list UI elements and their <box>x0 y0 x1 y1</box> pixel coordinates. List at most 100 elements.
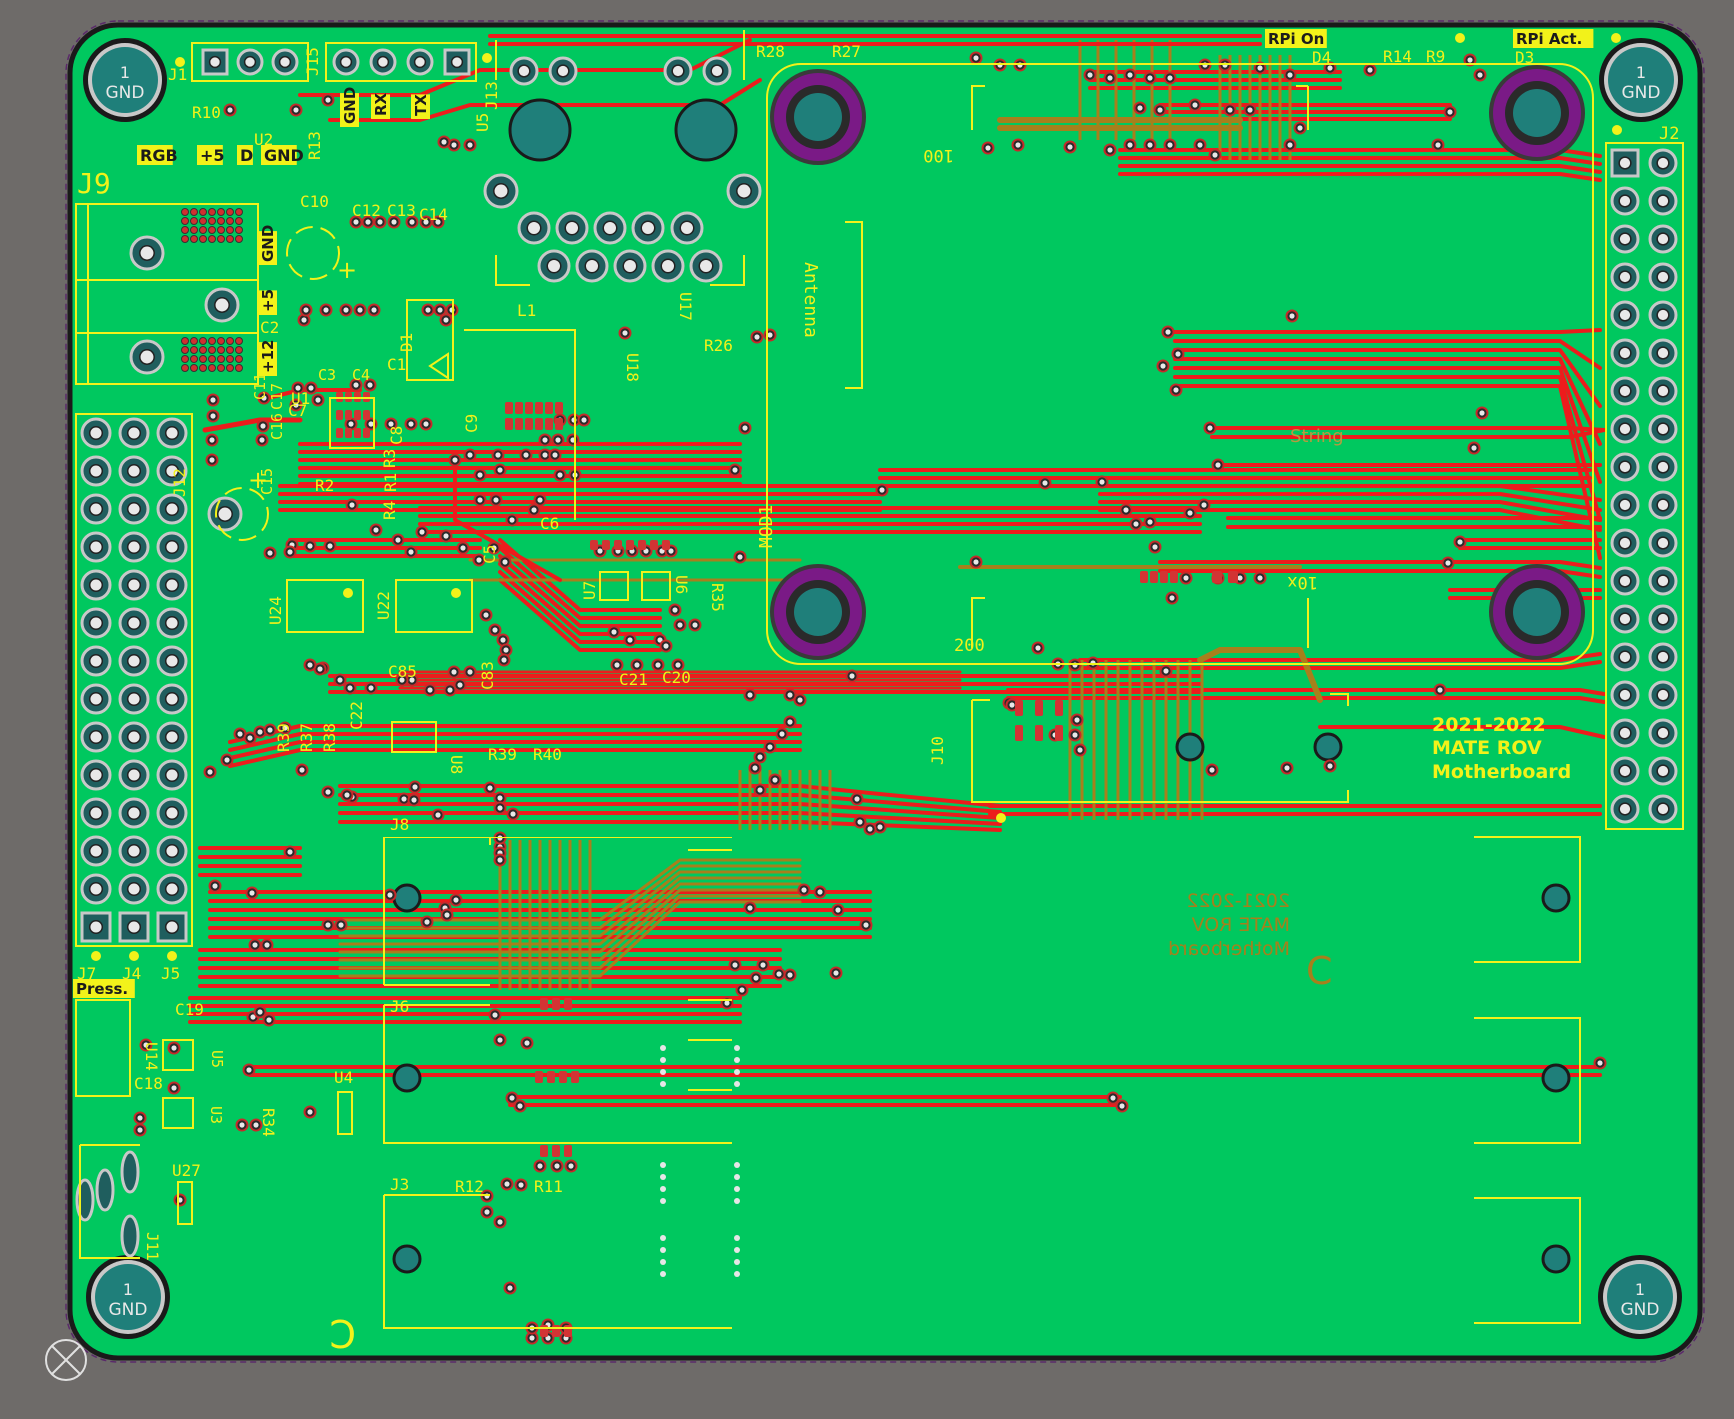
via <box>1193 138 1207 152</box>
connector-pad <box>1175 732 1205 762</box>
via <box>753 783 767 797</box>
svg-text:TX: TX <box>412 94 430 116</box>
small-via <box>734 1057 740 1063</box>
through-hole-pad <box>1648 756 1678 786</box>
component-designator: C10 <box>300 192 329 211</box>
via <box>969 555 983 569</box>
via <box>1253 571 1267 585</box>
label-gnd-bg <box>261 145 297 165</box>
through-hole-pad <box>156 531 188 563</box>
via <box>1431 138 1445 152</box>
thermal-via <box>226 235 234 243</box>
component-designator: D4 <box>1312 48 1331 67</box>
thermal-via <box>199 346 207 354</box>
via <box>260 938 274 952</box>
through-hole-pad <box>1610 338 1640 368</box>
component-designator: C85 <box>388 662 417 681</box>
via <box>1163 138 1177 152</box>
via <box>133 1123 147 1137</box>
component-designator: U2 <box>254 130 273 149</box>
through-hole-pad <box>1610 186 1640 216</box>
component-designator: J11 <box>143 1232 162 1261</box>
component-designator: U7 <box>580 581 599 600</box>
via <box>859 918 873 932</box>
via <box>343 681 357 695</box>
pin1-marker <box>1612 125 1622 135</box>
mount-hole-number: 1 <box>1636 63 1646 82</box>
via <box>487 541 501 555</box>
through-hole-pad <box>1648 642 1678 672</box>
via <box>566 433 580 447</box>
component-designator: C14 <box>419 205 448 224</box>
through-hole-pad <box>1648 338 1678 368</box>
through-hole-pad <box>1648 262 1678 292</box>
trace <box>338 894 802 970</box>
small-via <box>660 1247 666 1253</box>
via <box>671 658 685 672</box>
thermal-via <box>226 217 234 225</box>
via <box>783 715 797 729</box>
trace <box>228 732 802 752</box>
through-hole-pad <box>1610 224 1640 254</box>
through-hole-pad <box>156 417 188 449</box>
thermal-via <box>217 226 225 234</box>
via <box>733 550 747 564</box>
label-d: D <box>240 146 253 165</box>
via <box>1293 121 1307 135</box>
via <box>473 493 487 507</box>
via <box>235 1118 249 1132</box>
via <box>875 483 889 497</box>
via <box>1188 98 1202 112</box>
via <box>1197 498 1211 512</box>
small-via <box>660 1045 666 1051</box>
trace <box>1173 328 1602 334</box>
component-designator: C16 <box>268 413 286 440</box>
via <box>479 608 493 622</box>
through-hole-pad <box>509 56 539 86</box>
mount-hole-number: 1 <box>1635 1280 1645 1299</box>
component-designator: J8 <box>390 815 409 834</box>
via <box>1453 535 1467 549</box>
smd-pad <box>1055 700 1063 716</box>
slot-pad <box>120 1214 140 1258</box>
small-via <box>734 1045 740 1051</box>
component-designator: U24 <box>266 596 285 625</box>
smd-pad <box>345 410 352 420</box>
via <box>299 303 313 317</box>
via <box>262 1013 276 1027</box>
thermal-via <box>199 364 207 372</box>
square-pad <box>1610 148 1640 178</box>
via <box>1323 759 1337 773</box>
label-plus5: +5 <box>200 146 225 165</box>
trace <box>202 417 303 433</box>
via <box>242 1063 256 1077</box>
label-tx: TX <box>411 94 430 119</box>
small-via <box>660 1069 666 1075</box>
via <box>249 1118 263 1132</box>
through-hole-pad <box>1648 300 1678 330</box>
smd-pad <box>555 418 563 430</box>
through-hole-pad <box>156 645 188 677</box>
via <box>463 138 477 152</box>
via <box>853 815 867 829</box>
via <box>1211 458 1225 472</box>
pin1-marker <box>1455 33 1465 43</box>
pin1-marker <box>451 588 461 598</box>
thermal-via <box>199 226 207 234</box>
component-designator: C7 <box>288 401 307 420</box>
component-designator: C22 <box>347 701 366 730</box>
trace <box>1173 375 1602 522</box>
via <box>440 908 454 922</box>
via <box>493 853 507 867</box>
via <box>323 539 337 553</box>
component-designator: C12 <box>352 201 381 220</box>
via <box>1593 1056 1607 1070</box>
through-hole-pad <box>1610 300 1640 330</box>
through-hole-pad <box>1648 490 1678 520</box>
smd-pad <box>1150 571 1158 583</box>
component-designator: 100 <box>923 145 954 165</box>
component-designator: R14 <box>1383 47 1412 66</box>
through-hole-pad <box>80 493 112 525</box>
through-hole-pad <box>631 211 665 245</box>
